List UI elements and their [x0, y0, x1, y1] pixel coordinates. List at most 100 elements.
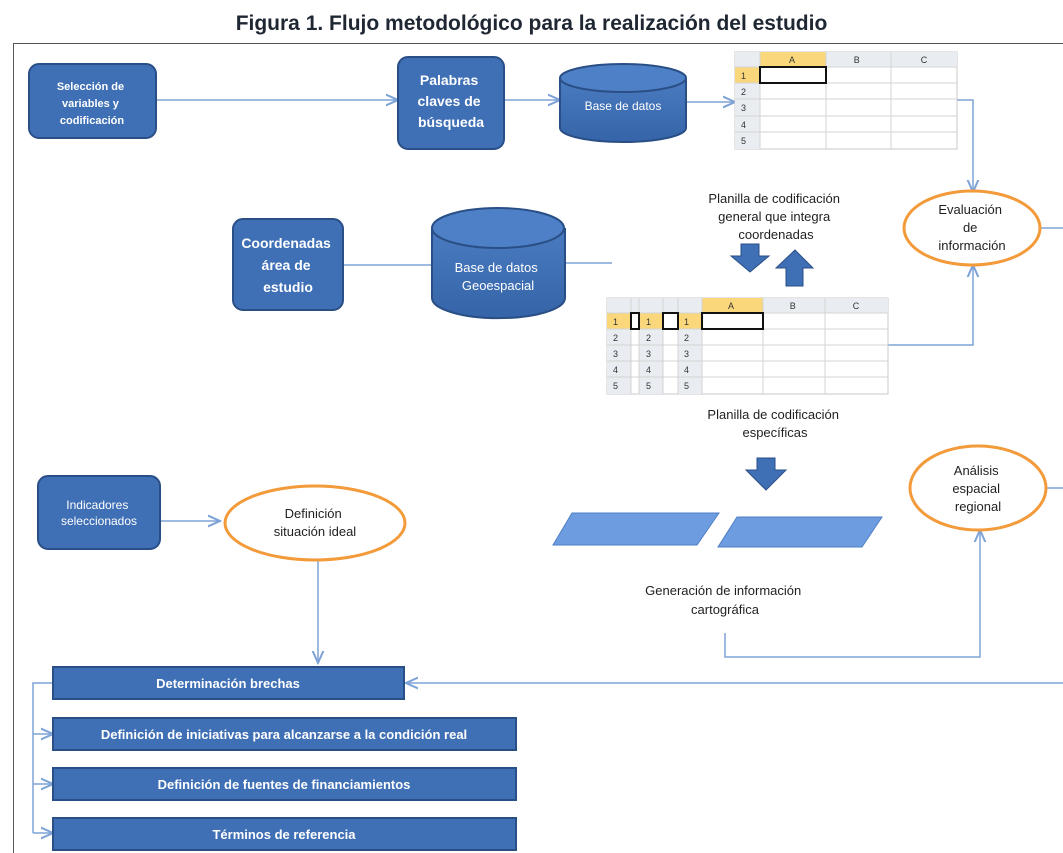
label-planilla-general-line-1: Planilla de codificación: [708, 191, 840, 206]
box-palabras-line-2: claves de: [418, 93, 481, 109]
ellipse-analisis-line-2: espacial: [952, 481, 1000, 496]
sheet2b-row-5: 5: [646, 381, 651, 391]
map-sheet-shape: [717, 516, 883, 548]
box-seleccion-line-3: codificación: [60, 115, 124, 127]
sheet1-col-b: B: [854, 55, 860, 65]
bar-terminos-label: Términos de referencia: [212, 827, 356, 842]
label-generacion: Generación de información cartográfica: [645, 583, 805, 617]
svg-text:1 2 3 4: 1 2 3 4 5: [684, 317, 692, 391]
connectors: [32, 99, 1063, 833]
ellipse-definicion-line-1: Definición: [285, 506, 342, 521]
label-generacion-line-2: cartográfica: [691, 602, 760, 617]
svg-text:Evaluación de info: Evaluación de información: [938, 202, 1005, 253]
svg-text:1 2 3 4: 1 2 3 4 5: [646, 317, 654, 391]
svg-text:A B C: A B C: [728, 301, 860, 311]
sheet2c-row-2: 2: [684, 333, 689, 343]
sheet1-row-3: 3: [741, 103, 746, 113]
sheet2c-row-1: 1: [684, 317, 689, 327]
sheet1-row-1: 1: [741, 71, 746, 81]
label-planilla-general-line-3: coordenadas: [738, 227, 814, 242]
bar-definicion-fuentes: Definición de fuentes de financiamientos: [52, 767, 517, 801]
sheet2b-row-2: 2: [646, 333, 651, 343]
cylinder-base-datos-label: Base de datos: [585, 99, 662, 113]
line-left-spine: [32, 682, 53, 833]
bar-terminos-referencia: Términos de referencia: [52, 817, 517, 851]
box-palabras-line-1: Palabras: [420, 72, 479, 88]
sheet2-col-c: C: [853, 301, 860, 311]
bar-determinacion-brechas: Determinación brechas: [52, 666, 405, 700]
svg-text:Indicadores seleccionado: Indicadores seleccionados: [61, 498, 137, 528]
sheet2b-row-4: 4: [646, 365, 651, 375]
svg-text:1 2 3 4: 1 2 3 4 5: [613, 317, 621, 391]
block-arrow-up-icon: [774, 249, 815, 287]
sheet2b-row-1: 1: [646, 317, 651, 327]
sheet2-col-a: A: [728, 301, 734, 311]
box-indicadores-line-1: Indicadores: [66, 498, 128, 512]
ellipse-analisis-line-3: regional: [955, 499, 1001, 514]
svg-text:Definición situación ide: Definición situación ideal: [274, 506, 356, 539]
sheet1-row-5: 5: [741, 136, 746, 146]
label-generacion-line-1: Generación de información: [645, 583, 801, 598]
box-seleccion-line-2: variables y: [62, 98, 120, 110]
figure-title: Figura 1. Flujo metodológico para la rea…: [235, 12, 828, 35]
sheet1-col-a: A: [789, 55, 795, 65]
sheet2a-row-5: 5: [613, 381, 618, 391]
sheet2c-row-4: 4: [684, 365, 689, 375]
ellipse-definicion-line-2: situación ideal: [274, 524, 356, 539]
box-coordenadas-line-3: estudio: [263, 279, 313, 295]
box-seleccion: Selección de variables y codificación: [28, 63, 157, 139]
sheet1-row-4: 4: [741, 120, 746, 130]
spreadsheet-especificas: A B C 1 2 3 4 5 1 2 3 4 5 1 2 3 4 5: [606, 297, 889, 395]
box-coordenadas-line-1: Coordenadas: [241, 235, 331, 251]
cylinder-geo-line-1: Base de datos: [455, 260, 539, 275]
block-arrow-down-icon: [744, 457, 788, 491]
svg-text:Análisis espacial: Análisis espacial regional: [952, 463, 1003, 514]
sheet2b-row-3: 3: [646, 349, 651, 359]
sheet2a-row-4: 4: [613, 365, 618, 375]
arrow-sheet-evaluacion: [957, 99, 973, 192]
arrow-sheet2-evaluacion: [888, 265, 973, 346]
ellipse-analisis: Análisis espacial regional: [908, 444, 1048, 532]
label-planilla-general: Planilla de codificación general que int…: [708, 191, 843, 242]
svg-text:Base de datos Geoespacia: Base de datos Geoespacial: [455, 260, 542, 293]
cylinder-geo-line-2: Geoespacial: [462, 278, 534, 293]
cylinder-base-geoespacial: Base de datos Geoespacial: [431, 207, 566, 320]
svg-text:Base de datos: Base de datos: [585, 99, 662, 113]
block-arrow-down-icon: [729, 243, 771, 273]
label-planilla-especificas: Planilla de codificación específicas: [707, 407, 842, 440]
box-seleccion-line-1: Selección de: [57, 81, 124, 93]
ellipse-evaluacion-line-1: Evaluación: [938, 202, 1002, 217]
svg-text:A B C: A B C: [789, 55, 928, 65]
arrow-generacion-analisis: [724, 530, 980, 658]
label-planilla-general-line-2: general que integra: [718, 209, 831, 224]
bar-definicion-iniciativas: Definición de iniciativas para alcanzars…: [52, 717, 517, 751]
svg-text:Coordenadas área de: Coordenadas área de estudio: [241, 235, 334, 295]
spreadsheet-general: A B C 1 2 3 4 5: [734, 51, 958, 150]
sheet2c-row-5: 5: [684, 381, 689, 391]
diagram-frame: [13, 43, 1063, 853]
bar-determinacion-label: Determinación brechas: [156, 676, 300, 691]
map-sheet-shape: [552, 512, 720, 546]
box-palabras-line-3: búsqueda: [418, 114, 484, 130]
sheet2c-row-3: 3: [684, 349, 689, 359]
svg-text:Palabras claves de: Palabras claves de búsqueda: [418, 72, 485, 130]
sheet2a-row-3: 3: [613, 349, 618, 359]
svg-text:1 2 3 4: 1 2 3 4 5: [741, 71, 749, 146]
ellipse-evaluacion-line-3: información: [938, 238, 1005, 253]
label-planilla-especificas-line-2: específicas: [742, 425, 808, 440]
sheet1-col-c: C: [921, 55, 928, 65]
ellipse-definicion: Definición situación ideal: [223, 484, 407, 562]
bar-fuentes-label: Definición de fuentes de financiamientos: [158, 777, 411, 792]
box-coordenadas: Coordenadas área de estudio: [232, 218, 344, 311]
box-indicadores-line-2: seleccionados: [61, 514, 137, 528]
sheet2a-row-1: 1: [613, 317, 618, 327]
bar-iniciativas-label: Definición de iniciativas para alcanzars…: [101, 727, 467, 742]
sheet1-row-2: 2: [741, 87, 746, 97]
box-coordenadas-line-2: área de: [262, 257, 311, 273]
cylinder-base-datos: Base de datos: [559, 63, 687, 143]
ellipse-evaluacion-line-2: de: [963, 220, 977, 235]
sheet2a-row-2: 2: [613, 333, 618, 343]
ellipse-analisis-line-1: Análisis: [954, 463, 999, 478]
box-palabras: Palabras claves de búsqueda: [397, 56, 505, 150]
